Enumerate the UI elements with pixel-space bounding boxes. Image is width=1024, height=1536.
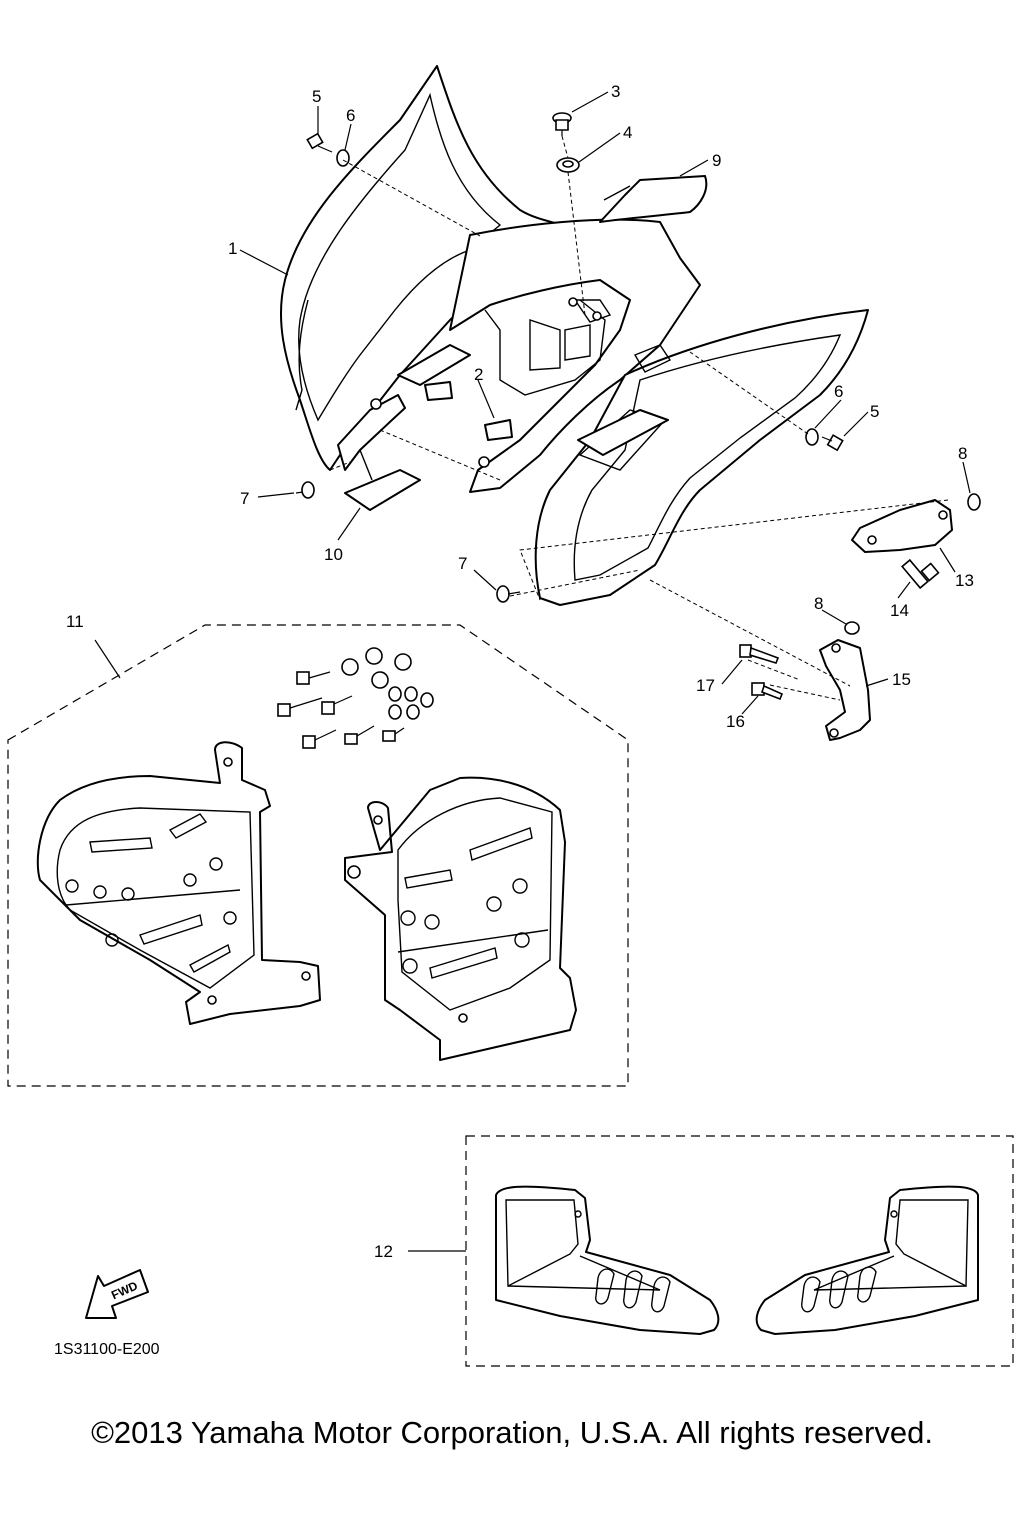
guard-12-left[interactable] [495, 1185, 720, 1335]
callout-16: 16 [726, 712, 745, 731]
bolt-3[interactable] [552, 112, 572, 136]
callout-9: 9 [712, 151, 721, 170]
nut-8-upper[interactable] [967, 493, 981, 511]
callout-leaders [239, 91, 971, 715]
kit-12-box [408, 1135, 1014, 1367]
callout-10: 10 [324, 545, 343, 564]
bracket-15[interactable] [819, 639, 871, 741]
callout-7-left: 7 [240, 489, 249, 508]
callout-14: 14 [890, 601, 909, 620]
washer-6-right[interactable] [805, 428, 819, 446]
kit-11-box [7, 624, 629, 1087]
footguard-right[interactable] [344, 776, 577, 1061]
bracket-13[interactable] [851, 499, 953, 553]
callout-8-lower: 8 [814, 594, 823, 613]
footguard-left[interactable] [36, 741, 321, 1025]
grab-cover[interactable] [599, 175, 708, 223]
label-stickers[interactable] [397, 344, 669, 456]
callout-6-right: 6 [834, 382, 843, 401]
guard-12-right[interactable] [755, 1185, 979, 1335]
nut-4[interactable] [556, 157, 580, 173]
bolt-17[interactable] [739, 644, 780, 664]
callout-17: 17 [696, 676, 715, 695]
kit-11-hardware[interactable] [277, 647, 434, 749]
callout-7-right: 7 [458, 554, 467, 573]
bolt-5-left[interactable] [306, 132, 333, 153]
rear-fender[interactable] [280, 65, 869, 606]
copyright-notice: ©2013 Yamaha Motor Corporation, U.S.A. A… [91, 1415, 933, 1450]
callout-5-right: 5 [870, 402, 879, 421]
callout-15: 15 [892, 670, 911, 689]
callout-2: 2 [474, 365, 483, 384]
callout-8-upper: 8 [958, 444, 967, 463]
callout-3: 3 [611, 82, 620, 101]
callout-numbers: 5 6 3 4 9 1 2 6 5 8 7 10 7 13 14 8 11 15… [66, 82, 974, 1261]
callout-5-left: 5 [312, 87, 321, 106]
callout-4: 4 [623, 123, 632, 142]
callout-12: 12 [374, 1242, 393, 1261]
assembly-lines [329, 135, 949, 701]
callout-11: 11 [66, 612, 84, 631]
washer-6-left[interactable] [336, 149, 350, 167]
callout-6-left: 6 [346, 106, 355, 125]
bolt-14[interactable] [901, 558, 940, 590]
callout-1: 1 [228, 239, 237, 258]
bolt-5-right[interactable] [821, 434, 844, 452]
callout-13: 13 [955, 571, 974, 590]
bolt-16[interactable] [751, 682, 784, 701]
screw-7-left[interactable] [295, 481, 315, 499]
nut-8-lower[interactable] [844, 621, 860, 635]
screw-7-right[interactable] [496, 585, 521, 603]
diagram-code: 1S31100-E200 [54, 1341, 160, 1358]
mud-flap[interactable] [344, 449, 421, 511]
fwd-arrow-icon: FWD [85, 1269, 149, 1319]
